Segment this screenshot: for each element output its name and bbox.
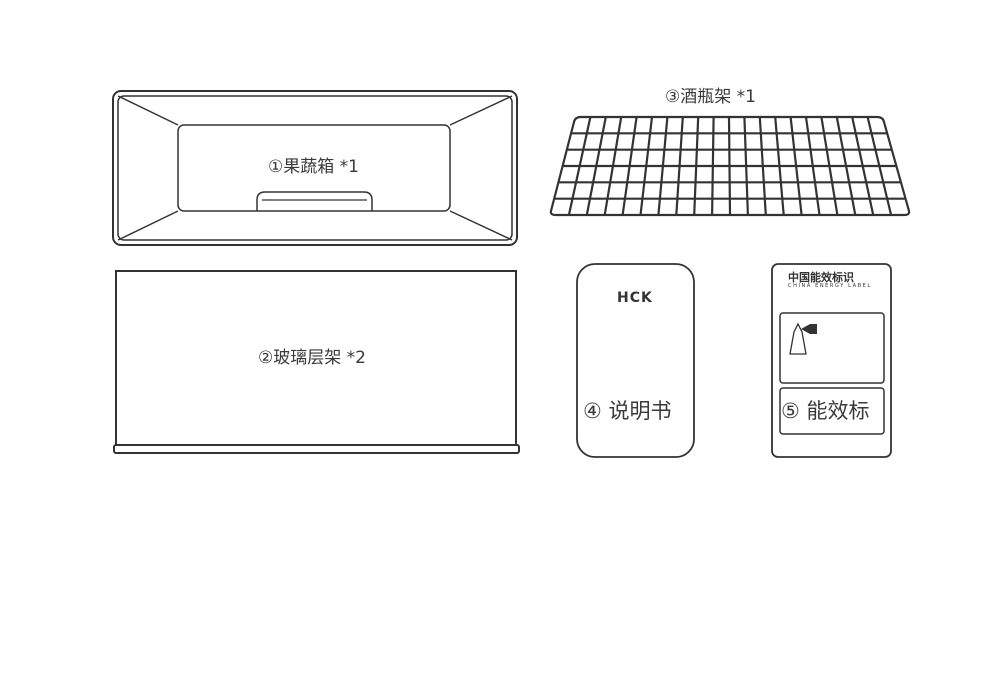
manual-booklet-icon [576,263,695,458]
manual-label: ④ 说明书 [583,399,672,423]
wine-rack-icon [549,115,911,217]
energy-label-card: 中国能效标识 CHINA ENERGY LABEL ⑤ 能效标 [770,262,894,460]
glass-shelf-icon [113,270,520,454]
wine-rack-frame [549,115,911,217]
crisper-drawer: ①果蔬箱 *1 [110,88,520,248]
crisper-label: ①果蔬箱 *1 [268,157,359,177]
energy-label-header-en: CHINA ENERGY LABEL [788,283,872,289]
energy-label-header-cn: 中国能效标识 [788,271,854,284]
wine-rack-label: ③酒瓶架 *1 [665,87,756,107]
glass-shelf-label: ②玻璃层架 *2 [258,348,366,368]
energy-label-label: ⑤ 能效标 [781,399,870,423]
glass-shelf: ②玻璃层架 *2 [110,268,524,462]
crisper-drawer-icon [112,90,518,246]
manual-brand: HCK [617,290,653,306]
manual-booklet: HCK ④ 说明书 [575,262,697,460]
wine-rack: ③酒瓶架 *1 [545,78,915,223]
energy-label-icon [771,263,892,458]
